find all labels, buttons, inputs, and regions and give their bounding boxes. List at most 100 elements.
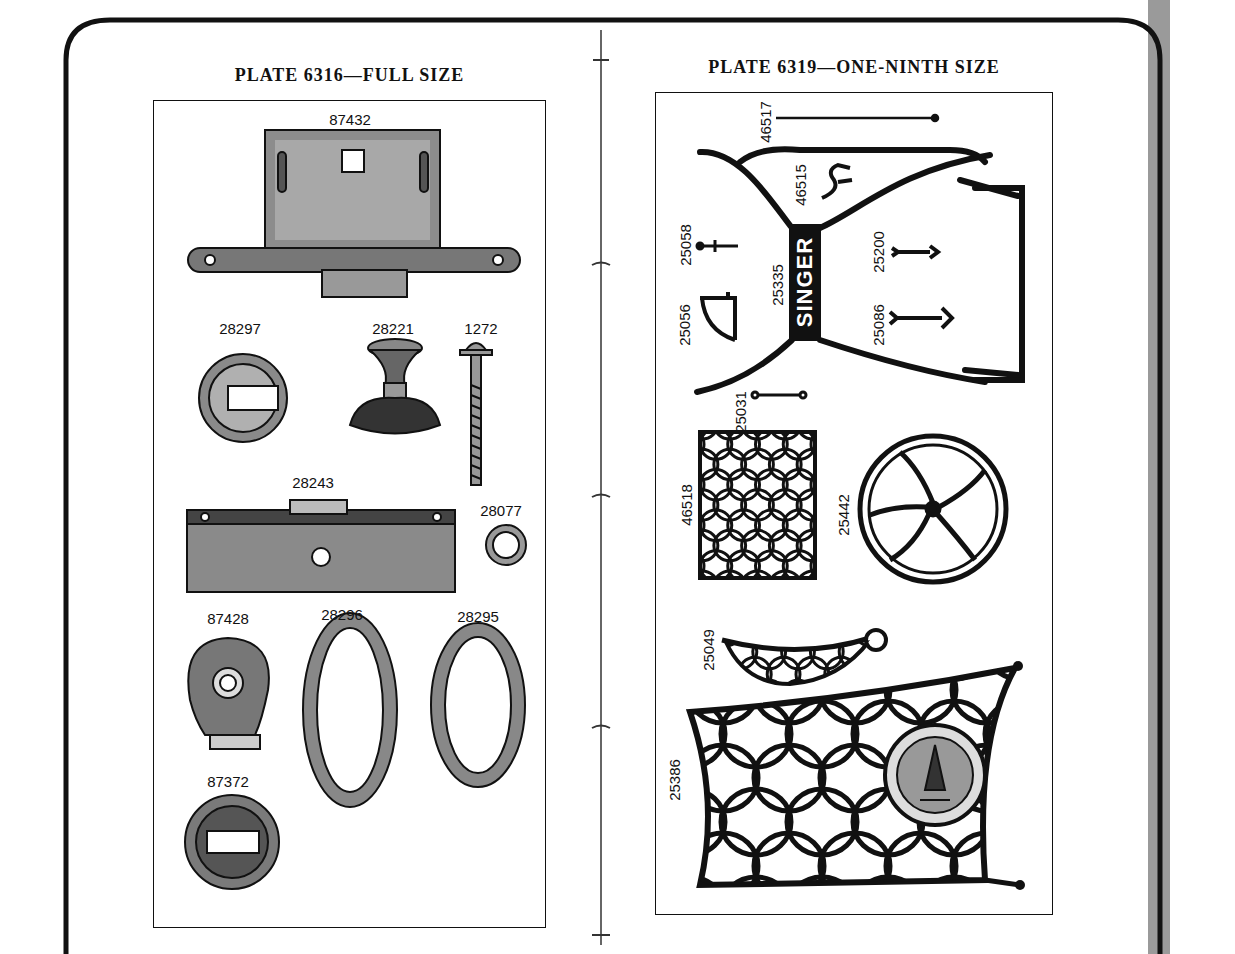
leg-25386	[622, 613, 1121, 943]
drawing-part	[756, 394, 800, 397]
drawing-part	[811, 470, 813, 500]
drawing-part	[869, 445, 997, 573]
drawing-part	[210, 735, 260, 749]
page-frame	[66, 0, 1235, 954]
drawing-part	[655, 789, 725, 855]
drawing-part	[985, 701, 1055, 767]
drawing-part	[820, 745, 890, 811]
drawing-part	[721, 789, 791, 855]
part-number: 25442	[836, 494, 851, 536]
part-number: 28295	[457, 609, 499, 624]
drawing-part	[1051, 701, 1121, 767]
escutcheon-87428	[188, 638, 269, 749]
drawing-part	[688, 833, 758, 899]
drawing-part	[985, 880, 1020, 885]
drawing-part	[870, 452, 985, 560]
drawing-part	[919, 613, 989, 679]
part-number: 28296	[321, 607, 363, 622]
drawing-part	[866, 630, 886, 650]
drawing-part	[290, 500, 347, 514]
treadle-frame-25335	[697, 149, 1022, 392]
drawing-part	[790, 225, 820, 340]
drawing-part	[820, 833, 890, 899]
drawing-part	[1013, 661, 1023, 671]
drawing-part	[839, 634, 872, 669]
drawing-part	[726, 640, 870, 684]
lattice	[702, 434, 813, 576]
part-number: 25386	[667, 759, 682, 801]
drawing-part	[740, 149, 985, 162]
part-number: 25058	[678, 224, 693, 266]
drawing-part	[854, 657, 887, 692]
plate-heading: PLATE 6319—ONE-NINTH SIZE	[656, 57, 1052, 78]
part-number: 87432	[329, 112, 371, 127]
drawing-part	[738, 611, 771, 646]
drawing-part	[927, 503, 939, 515]
drawing-part	[985, 613, 1055, 679]
drawing-part	[700, 152, 792, 228]
brand-name: SINGER	[794, 237, 816, 327]
drawing-part	[811, 510, 813, 540]
drawing-part	[932, 115, 938, 121]
drawing-part	[975, 188, 1022, 380]
part-number: 46517	[758, 101, 773, 143]
drawing-part	[1170, 0, 1235, 954]
part-number: 28077	[480, 503, 522, 518]
drawing-part	[205, 255, 215, 265]
part-number: 28243	[292, 475, 334, 490]
drawing-part	[797, 571, 813, 576]
drawing-part	[853, 613, 923, 679]
drawing-part	[853, 877, 923, 943]
drawing-part	[342, 150, 364, 172]
drawing-part	[187, 510, 455, 592]
drawing-part	[885, 725, 985, 825]
oval-28295	[431, 623, 525, 787]
drawing-part	[697, 340, 792, 392]
ring-28077	[486, 525, 526, 565]
drawing-part	[622, 745, 692, 811]
drawing-part	[811, 434, 813, 459]
drawing-part	[592, 60, 610, 935]
drawing-part	[787, 789, 857, 855]
drawing-part	[1051, 877, 1121, 943]
drawing-part	[209, 364, 277, 432]
drawing-part	[431, 623, 525, 787]
drawing-part	[721, 613, 791, 679]
drawing-part	[312, 548, 330, 566]
drawing-part	[445, 637, 511, 773]
drawing-part	[825, 611, 858, 646]
drawing-part	[776, 117, 935, 120]
drawing-part	[892, 246, 938, 258]
drawing-part	[1051, 613, 1121, 679]
drawing-part	[220, 675, 236, 691]
drawing-part	[322, 270, 407, 297]
wheel-25442	[860, 436, 1006, 582]
drawing-part	[188, 248, 520, 272]
emblem	[885, 725, 985, 825]
escutcheon-28297	[199, 354, 287, 442]
drawing-part	[471, 385, 481, 479]
drawing-part	[185, 795, 279, 889]
drawing-part	[420, 152, 428, 192]
drawing-part	[897, 737, 973, 813]
drawing-part	[820, 657, 890, 723]
drawing-part	[207, 831, 259, 853]
drawing-part	[882, 611, 915, 646]
plate-frame: PLATE 6319—ONE-NINTH SIZE	[655, 92, 1053, 915]
drawing-part	[466, 343, 486, 350]
drawing-part	[196, 806, 268, 878]
drawing-part	[700, 245, 738, 248]
drawing-part	[952, 657, 1022, 723]
part-number: 28297	[219, 321, 261, 336]
drawing-part	[787, 877, 857, 943]
drawing-part	[714, 571, 746, 576]
drawing-part	[854, 611, 887, 646]
drawing-part	[890, 308, 952, 328]
wrench-25086	[890, 308, 952, 328]
drawing-part	[796, 611, 829, 646]
drawing-part	[303, 613, 397, 807]
part-number: 28221	[372, 321, 414, 336]
drawing-part	[800, 392, 806, 398]
